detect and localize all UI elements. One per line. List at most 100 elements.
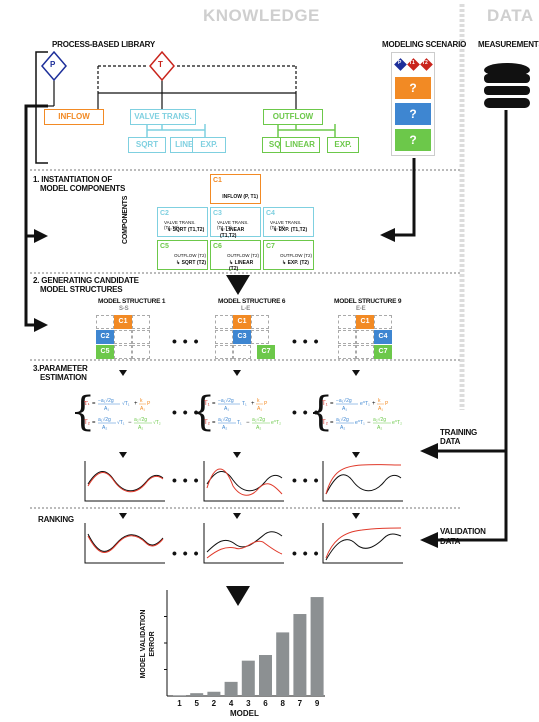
c2-id: C2 xyxy=(160,210,169,217)
x-tick-label: 6 xyxy=(263,699,268,708)
bar-model-2 xyxy=(207,691,221,696)
c4-line1: VALVE TRANS. (T1,T2) xyxy=(270,220,302,230)
t-diamond xyxy=(149,50,175,82)
step2-label-b: MODEL STRUCTURES xyxy=(40,285,123,294)
structure9-code: E-E xyxy=(356,306,366,312)
s9-grid-cell xyxy=(356,345,374,359)
s9-grid-cell xyxy=(338,315,356,329)
validation-data-label-a: VALIDATION xyxy=(440,527,486,536)
scenario-slot-orange: ? xyxy=(395,77,431,99)
ellipsis: • • • xyxy=(292,333,320,349)
svg-text:−a₁√2g: −a₁√2g xyxy=(336,397,352,404)
scenario-panel: P T1 T2 ? ? ? xyxy=(391,52,435,156)
bar-model-6 xyxy=(259,655,272,696)
training-data-label-b: DATA xyxy=(440,437,461,446)
svg-text:T₁: T₁ xyxy=(242,401,247,407)
s1-grid-cell xyxy=(114,345,132,359)
svg-text:A₂: A₂ xyxy=(138,425,143,431)
var-t2-label: T2 xyxy=(422,60,428,66)
ellipsis: • • • xyxy=(172,472,200,488)
bar-model-3 xyxy=(241,660,255,696)
c3-line1: VALVE TRANS. (T1,T2) xyxy=(217,220,249,230)
svg-text:−: − xyxy=(246,420,250,426)
s1-grid-cell xyxy=(132,345,150,359)
bar-model-5 xyxy=(190,693,204,696)
s1-c1: C1 xyxy=(114,315,132,329)
s6-grid-cell xyxy=(251,330,269,344)
c6-line2: ↳ LINEAR (T2) xyxy=(229,260,254,272)
svg-text:T₁: T₁ xyxy=(204,401,210,407)
svg-text:A₁: A₁ xyxy=(378,406,383,412)
svg-text:P: P xyxy=(385,401,389,407)
bar-model-7 xyxy=(293,614,307,696)
svg-text:−a₁√2g: −a₁√2g xyxy=(98,397,114,404)
svg-text:+: + xyxy=(251,401,255,407)
step3-label-a: 3.PARAMETER xyxy=(33,364,88,373)
fit-plot-s9-training xyxy=(322,461,403,502)
s6-c1: C1 xyxy=(233,315,251,329)
svg-text:a₂√2g: a₂√2g xyxy=(134,416,147,423)
svg-text:T₁: T₁ xyxy=(84,401,90,407)
s1-grid-cell xyxy=(132,315,150,329)
step2-label-a: 2. GENERATING CANDIDATE xyxy=(33,276,139,285)
svg-text:k: k xyxy=(378,398,381,404)
scenario-slot-green: ? xyxy=(395,129,431,151)
svg-text:A₁: A₁ xyxy=(257,406,262,412)
x-tick-label: 1 xyxy=(177,699,182,708)
p-diamond-label: P xyxy=(50,60,56,69)
svg-text:=: = xyxy=(212,420,216,426)
s9-c7: C7 xyxy=(374,345,392,359)
s9-grid-cell xyxy=(338,330,356,344)
data-header: DATA xyxy=(487,6,534,25)
scenario-slot-blue: ? xyxy=(395,103,431,125)
ellipsis: • • • xyxy=(172,404,200,420)
svg-text:A₂: A₂ xyxy=(222,425,227,431)
svg-text:T₂: T₂ xyxy=(322,420,329,426)
c4-line2: ↳ EXP. (T1,T2) xyxy=(273,227,308,233)
x-tick-label: 5 xyxy=(194,699,199,708)
component-c6: C6 OUTFLOW (T2) ↳ LINEAR (T2) xyxy=(210,240,261,272)
database-icon xyxy=(484,63,530,108)
svg-text:k: k xyxy=(257,398,260,404)
c6-id: C6 xyxy=(213,243,222,250)
s6-grid-cell xyxy=(215,315,233,329)
component-c4: C4 VALVE TRANS. (T1,T2) ↳ EXP. (T1,T2) xyxy=(263,207,314,237)
ellipsis: • • • xyxy=(172,545,200,561)
svg-text:{: { xyxy=(70,389,95,435)
c4-id: C4 xyxy=(266,210,275,217)
svg-text:a₁√2g: a₁√2g xyxy=(336,416,349,423)
equations-s6: T₁ = −a₁√2g A₁ T₁ + k A₁ P T₂ = a₁√2g A₂… xyxy=(204,397,281,431)
bar-model-8 xyxy=(276,632,290,696)
s6-c7: C7 xyxy=(257,345,275,359)
component-c7: C7 OUTFLOW (T2) ↳ EXP. (T2) xyxy=(263,240,314,270)
x-tick-label: 2 xyxy=(212,699,217,708)
c5-id: C5 xyxy=(160,243,169,250)
s1-grid-cell xyxy=(132,330,150,344)
c5-line1: OUTFLOW (T2) xyxy=(174,253,206,258)
fit-plot-s1-training xyxy=(84,461,165,502)
s6-grid-cell xyxy=(233,345,251,359)
svg-text:−: − xyxy=(367,420,371,426)
scenario-title: MODELING SCENARIO xyxy=(382,40,467,49)
svg-text:e^T₁: e^T₁ xyxy=(360,401,370,407)
svg-text:√T₁: √T₁ xyxy=(117,419,125,426)
svg-text:a₂√2g: a₂√2g xyxy=(252,416,265,423)
step1-label-b: MODEL COMPONENTS xyxy=(40,184,126,193)
components-label: COMPONENTS xyxy=(122,195,129,244)
c1-text: INFLOW (P, T1) xyxy=(222,194,258,200)
structure6-title: MODEL STRUCTURE 6 xyxy=(218,298,286,305)
ranking-label: RANKING xyxy=(38,515,74,524)
valve-trans-box: VALVE TRANS. xyxy=(130,109,196,125)
var-t1-label: T1 xyxy=(409,60,415,66)
svg-text:A₁: A₁ xyxy=(140,406,145,412)
x-tick-label: 3 xyxy=(246,699,251,708)
scenario-var-row: P T1 T2 xyxy=(394,58,433,71)
fit-plot-s6-training xyxy=(203,461,284,502)
component-c5: C5 OUTFLOW (T2) ↳ SQRT (T2) xyxy=(157,240,208,270)
svg-text:+: + xyxy=(372,401,376,407)
c7-line2: ↳ EXP. (T2) xyxy=(282,260,309,266)
component-c3: C3 VALVE TRANS. (T1,T2) ↳ LINEAR (T1,T2) xyxy=(210,207,261,239)
